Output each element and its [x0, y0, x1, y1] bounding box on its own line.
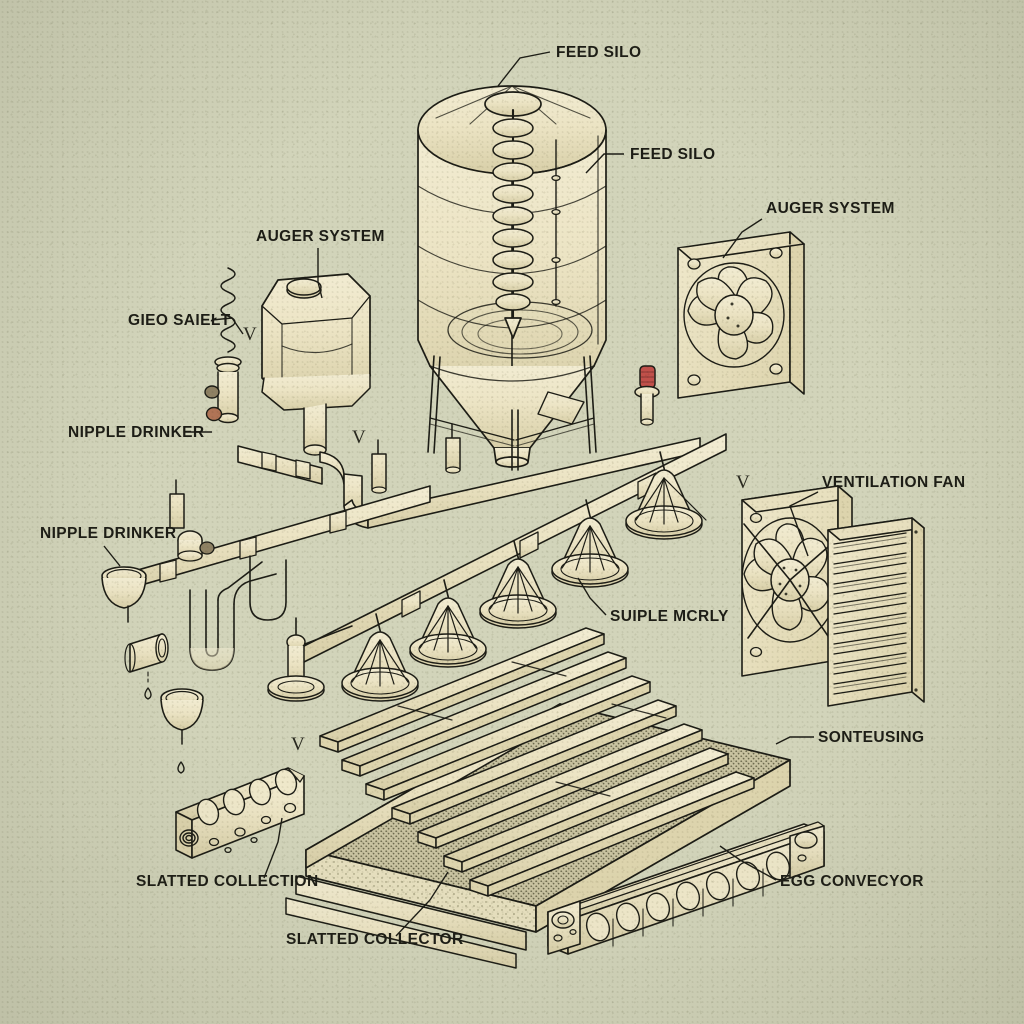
nipple-stems [169, 423, 461, 529]
drinker-cup-upper [101, 566, 147, 623]
v-mark-auger-left: V [243, 324, 257, 345]
spring-assembly [204, 267, 242, 424]
leader-line [719, 845, 777, 881]
fan-square [677, 231, 805, 399]
auger-motor-unit [261, 273, 371, 456]
v-mark-layer: V V V V [243, 324, 750, 755]
label-group-slatted-collector: SLATTED COLLECTOR [286, 871, 464, 948]
label-sonteusing: SONTEUSING [818, 729, 924, 746]
nipple-stem [371, 439, 387, 494]
drinker-cup-lower [160, 688, 204, 745]
pan-feeder [625, 451, 707, 540]
silo-auger-screw [484, 91, 542, 339]
leader-line [263, 817, 283, 879]
label-layer: FEED SILO FEED SILO AUGER SYSTEM AUGER S… [40, 44, 966, 948]
label-feed-silo-top: FEED SILO [556, 44, 641, 61]
leader-line [775, 736, 814, 745]
label-auger-system-left: AUGER SYSTEM [256, 228, 385, 245]
label-group-egg-convecyor: EGG CONVECYOR [719, 845, 924, 890]
label-group-auger-system-left: AUGER SYSTEM [256, 228, 385, 299]
leader-line [395, 871, 449, 937]
label-nipple-drinker-upper: NIPPLE DRINKER [68, 424, 205, 441]
leader-line [211, 317, 244, 335]
leader-line [585, 153, 624, 174]
label-slatted-collector: SLATTED COLLECTOR [286, 931, 464, 948]
pan-feeder [341, 613, 419, 702]
label-group-nipple-drinker-lower: NIPPLE DRINKER [40, 525, 177, 567]
pipe-stub [124, 633, 169, 673]
label-group-suiple-mcrly: SUIPLE MCRLY [577, 577, 729, 625]
leader-line [497, 51, 551, 87]
v-mark-feedline: V [352, 427, 366, 448]
egg [585, 851, 791, 942]
nipple-stem [445, 423, 461, 474]
label-group-ventilation-fan: VENTILATION FAN [789, 474, 966, 557]
water-valve [177, 530, 215, 562]
red-nipple-valve [634, 365, 660, 426]
silo-legs [427, 355, 597, 471]
pan-feeder [409, 579, 487, 668]
feed-silo [417, 85, 607, 471]
standing-drinker [267, 617, 353, 702]
louvre-panel [827, 517, 925, 707]
floor-slats [319, 627, 755, 897]
slatted-floor [285, 627, 791, 969]
ventilation-fan [741, 485, 925, 707]
v-mark-fan-frame: V [736, 472, 750, 493]
label-auger-system-right: AUGER SYSTEM [766, 200, 895, 217]
label-group-feed-silo-side: FEED SILO [585, 146, 715, 174]
leader-line [789, 491, 819, 557]
label-nipple-drinker-lower: NIPPLE DRINKER [40, 525, 177, 542]
label-group-nipple-drinker-upper: NIPPLE DRINKER [68, 424, 212, 441]
label-gieo-saielt: GIEO SAIEŁT [128, 312, 231, 329]
feed-line [299, 433, 727, 665]
label-egg-convecyor: EGG CONVECYOR [780, 873, 924, 890]
label-group-feed-silo-top: FEED SILO [497, 44, 641, 87]
label-feed-silo-side: FEED SILO [630, 146, 715, 163]
leader-line [722, 218, 763, 259]
pan-feeder [551, 499, 629, 588]
label-suiple-mcrly: SUIPLE MCRLY [610, 608, 729, 625]
label-group-auger-system-right: AUGER SYSTEM [722, 200, 895, 259]
egg-conveyor [547, 821, 825, 955]
egg-collection-box [175, 767, 305, 859]
egg [196, 768, 298, 826]
leader-line [577, 577, 607, 616]
drinker-cups [101, 566, 204, 774]
label-group-slatted-collection: SLATTED COLLECTION [136, 817, 319, 890]
water-line [109, 437, 701, 671]
label-group-sonteusing: SONTEUSING [775, 729, 924, 746]
label-slatted-collection: SLATTED COLLECTION [136, 873, 319, 890]
water-drop [144, 671, 185, 774]
label-ventilation-fan: VENTILATION FAN [822, 474, 966, 491]
nipple-stem [169, 479, 185, 529]
leader-line [317, 248, 323, 299]
label-group-gieo-saielt: GIEO SAIEŁT [128, 312, 244, 335]
leader-line [103, 545, 121, 567]
pan-feeder [479, 540, 557, 629]
pan-feeders [341, 451, 707, 702]
v-mark-slat-floor: V [291, 734, 305, 755]
